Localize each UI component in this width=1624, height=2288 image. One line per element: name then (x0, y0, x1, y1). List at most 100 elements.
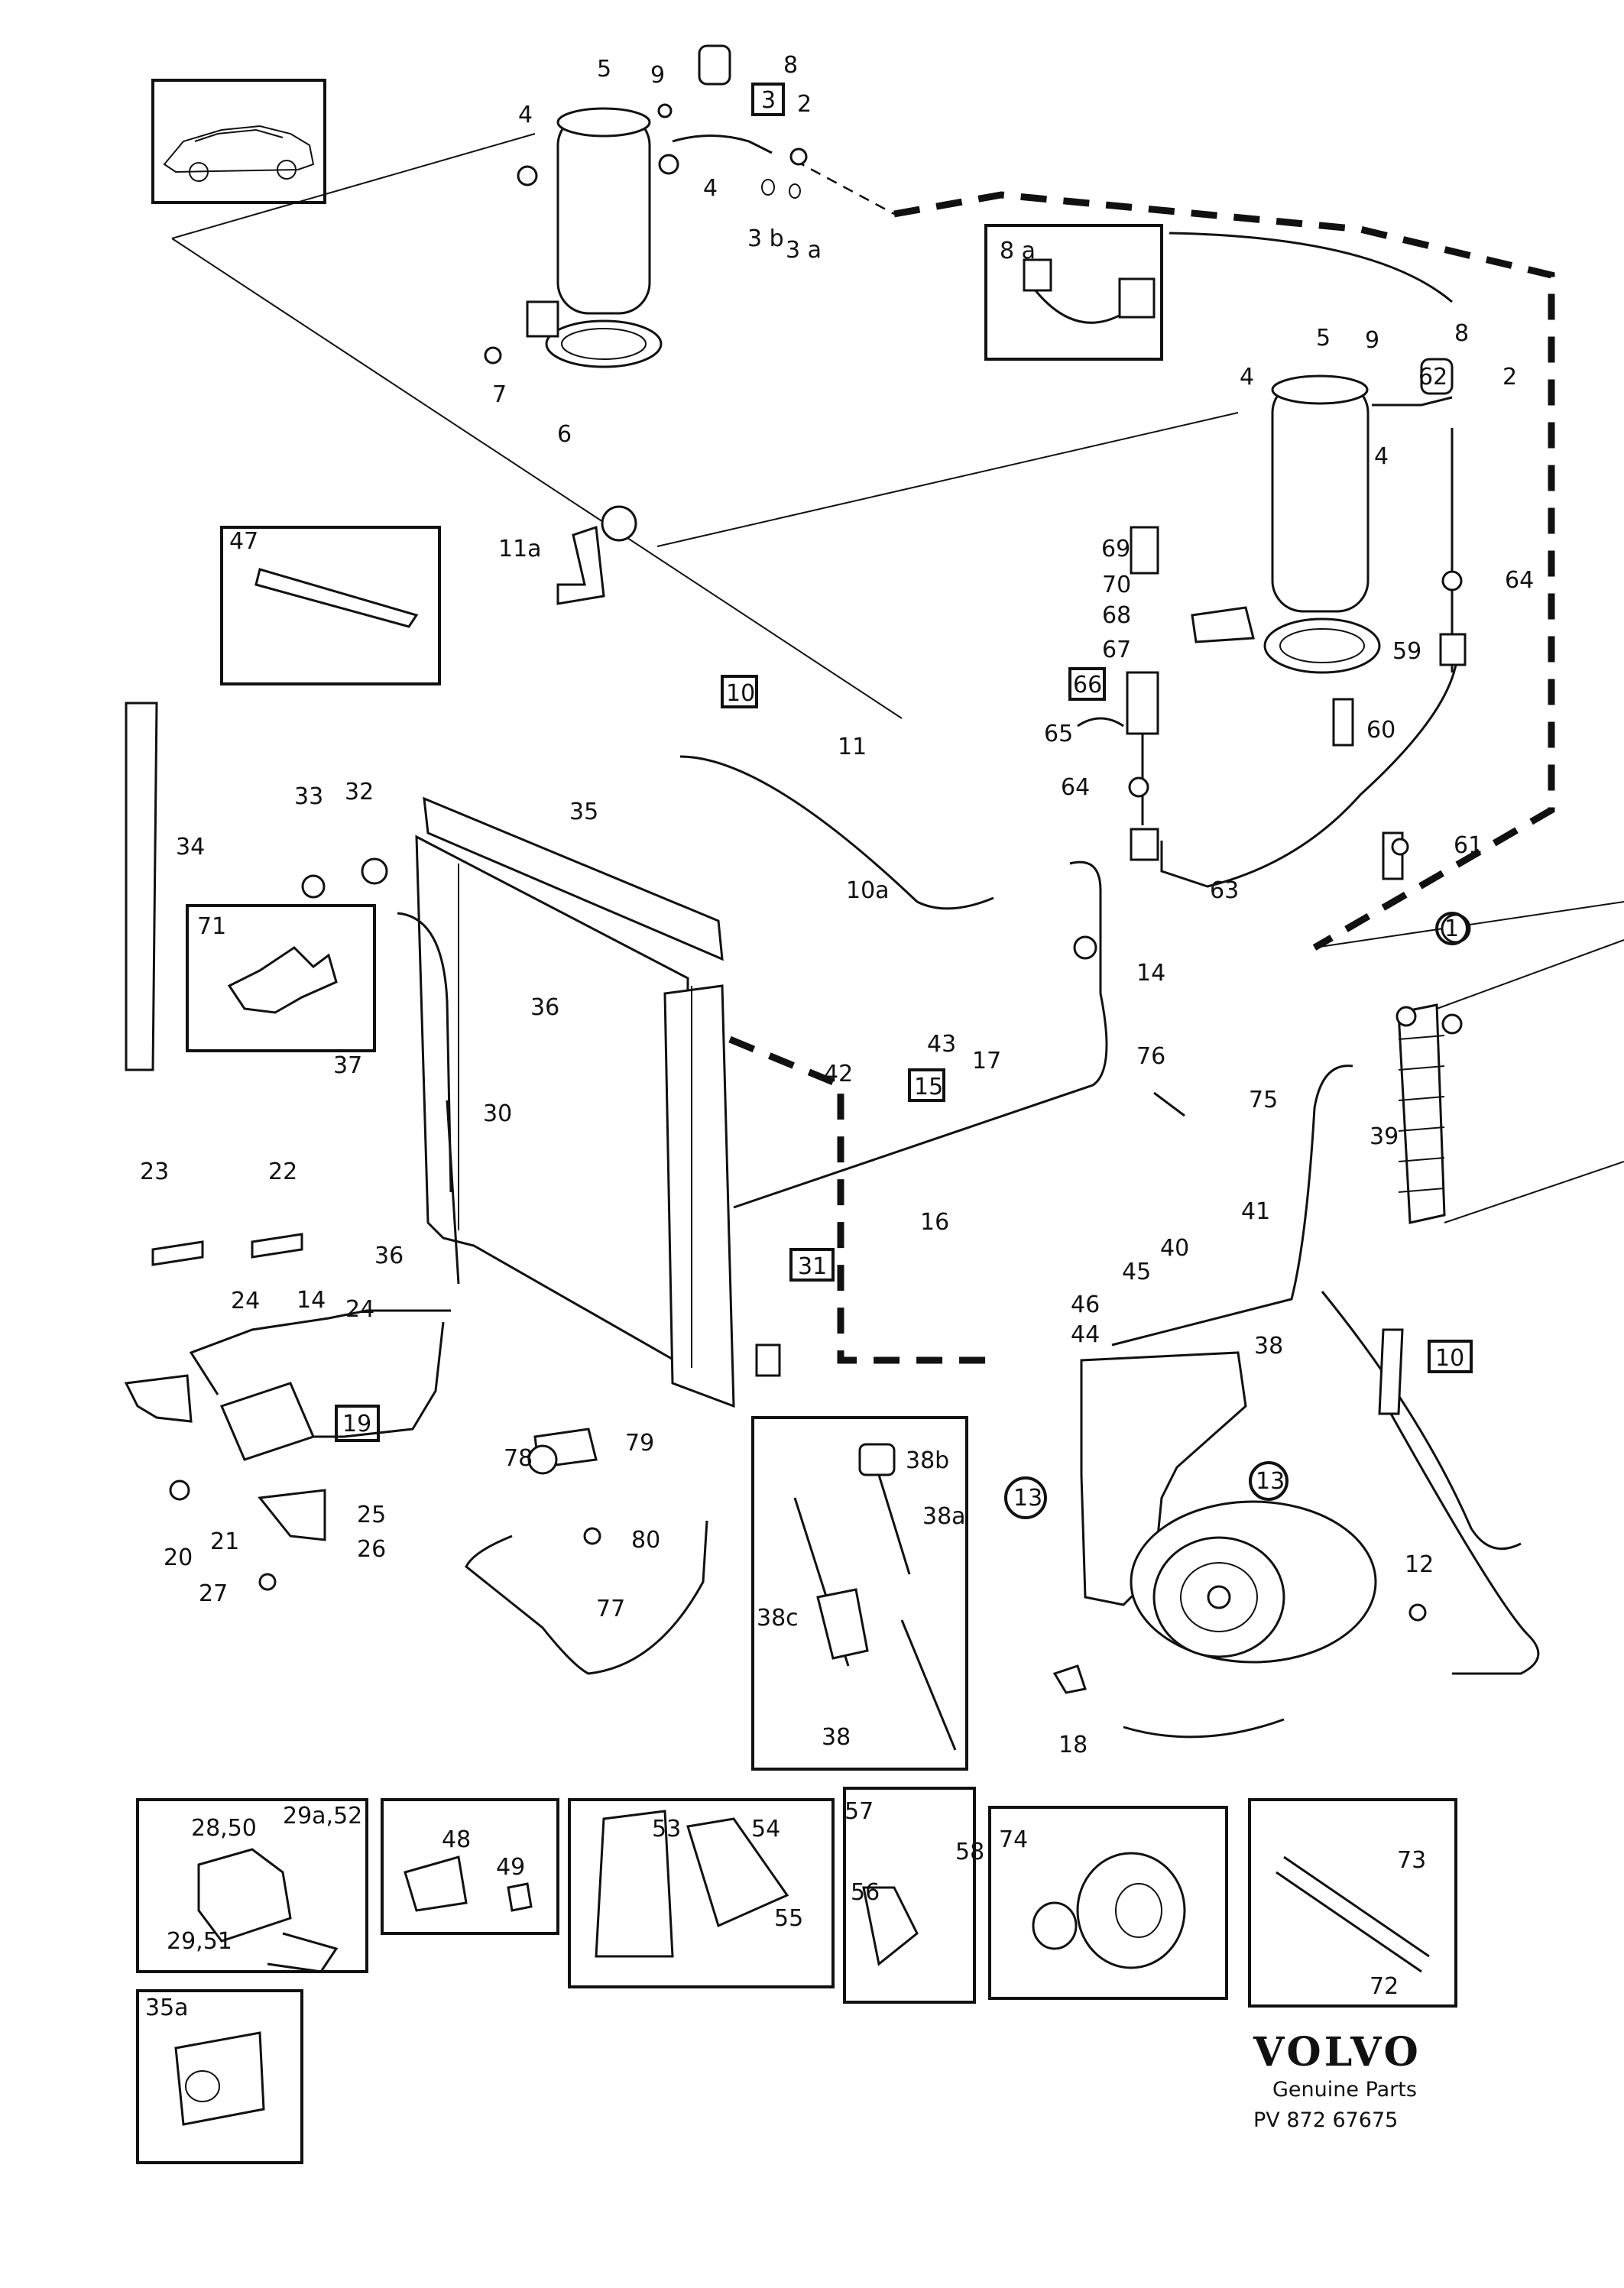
callout-10a: 10a (846, 877, 890, 904)
callout-16: 16 (920, 1209, 949, 1236)
callout-4: 4 (1374, 443, 1389, 470)
callout-4: 4 (1240, 364, 1254, 391)
callout-46: 46 (1071, 1291, 1100, 1318)
callout-4: 4 (703, 175, 718, 202)
receiver-drier-lower (1077, 232, 1467, 888)
callout-25: 25 (357, 1502, 386, 1528)
callout-41: 41 (1241, 1198, 1270, 1225)
callout-3: 3 (761, 87, 776, 114)
callout-30: 30 (483, 1100, 512, 1127)
callout-39: 39 (1370, 1123, 1399, 1150)
callout-66: 66 (1073, 672, 1102, 698)
callout-1: 1 (1444, 916, 1459, 942)
callout-70: 70 (1102, 572, 1131, 598)
callout-36: 36 (530, 994, 559, 1021)
callout-38: 38 (1254, 1333, 1283, 1360)
callout-26: 26 (357, 1536, 386, 1563)
evaporator (1395, 913, 1624, 1224)
clip-inset-71 (186, 904, 376, 1052)
callout-35: 35 (569, 799, 598, 825)
compressor (1052, 1351, 1427, 1739)
callout-21: 21 (210, 1528, 239, 1555)
callout-10: 10 (1435, 1345, 1464, 1372)
callout-29a-52: 29a,52 (283, 1803, 362, 1829)
callout-19: 19 (342, 1411, 371, 1437)
callout-78: 78 (504, 1445, 533, 1472)
callout-5: 5 (1316, 325, 1331, 352)
callout-20: 20 (164, 1544, 193, 1571)
callout-80: 80 (631, 1527, 660, 1554)
callout-13: 13 (1256, 1468, 1285, 1495)
callout-4: 4 (518, 102, 533, 128)
callout-8: 8 (1454, 320, 1469, 347)
callout-38a: 38a (922, 1503, 966, 1530)
callout-40: 40 (1160, 1235, 1189, 1262)
callout-48: 48 (442, 1826, 471, 1853)
drier-19 (124, 1233, 451, 1591)
callout-71: 71 (197, 913, 226, 940)
callout-69: 69 (1101, 536, 1130, 562)
callout-23: 23 (140, 1159, 169, 1185)
callout-2: 2 (1502, 364, 1517, 391)
callout-14: 14 (1136, 960, 1165, 987)
callout-34: 34 (176, 834, 205, 860)
hose-inset-47 (220, 526, 441, 685)
callout-5: 5 (597, 56, 611, 83)
callout-44: 44 (1071, 1321, 1100, 1348)
callout-12: 12 (1405, 1551, 1434, 1578)
callout-8a: 8 a (1000, 238, 1036, 264)
callout-17: 17 (972, 1048, 1001, 1074)
callout-75: 75 (1249, 1087, 1278, 1113)
callout-74: 74 (999, 1826, 1028, 1853)
callout-24: 24 (231, 1288, 260, 1314)
bracket-11a (556, 505, 637, 605)
hose-lines (679, 755, 1540, 1675)
callout-18: 18 (1058, 1732, 1088, 1758)
callout-76: 76 (1136, 1043, 1165, 1070)
callout-47: 47 (229, 528, 258, 555)
callout-72: 72 (1370, 1973, 1399, 2000)
callout-11a: 11a (498, 536, 542, 562)
callout-64: 64 (1505, 567, 1534, 594)
callout-14: 14 (297, 1287, 326, 1314)
callout-57: 57 (844, 1798, 874, 1825)
vehicle-inset (151, 79, 326, 204)
callout-31: 31 (798, 1253, 827, 1280)
callout-32: 32 (345, 779, 374, 805)
reference-lines (171, 133, 1624, 1364)
callout-67: 67 (1102, 637, 1131, 663)
callout-64: 64 (1061, 774, 1090, 801)
connector-inset-8a (984, 224, 1163, 361)
callout-13: 13 (1013, 1485, 1042, 1512)
callout-37: 37 (333, 1052, 362, 1079)
callout-29-51: 29,51 (167, 1928, 232, 1955)
callout-24: 24 (345, 1296, 374, 1323)
callout-63: 63 (1210, 877, 1239, 904)
part-number: PV 872 67675 (1253, 2108, 1398, 2132)
switch-inset-38 (751, 1416, 968, 1771)
callout-61: 61 (1454, 832, 1483, 859)
callout-58: 58 (955, 1839, 984, 1865)
callout-22: 22 (268, 1159, 297, 1185)
seal-strip-34 (125, 702, 158, 1071)
callout-2: 2 (797, 91, 812, 118)
callout-labels: 5 9 8 4 3 2 4 3 b 3 a 7 6 8 a 5 9 8 4 62… (140, 52, 1534, 2021)
callout-77: 77 (596, 1596, 625, 1622)
callout-55: 55 (774, 1905, 803, 1932)
callout-11: 11 (838, 734, 867, 760)
callout-28-50: 28,50 (191, 1815, 257, 1842)
callout-42: 42 (824, 1061, 853, 1087)
brand-logo: VOLVO (1253, 2029, 1421, 2076)
callout-45: 45 (1122, 1259, 1151, 1285)
callout-35a: 35a (145, 1995, 189, 2021)
callout-15: 15 (914, 1074, 943, 1100)
callout-33: 33 (294, 783, 323, 810)
callout-73: 73 (1397, 1847, 1426, 1874)
callout-7: 7 (492, 381, 507, 408)
callout-65: 65 (1044, 721, 1073, 747)
callout-60: 60 (1366, 717, 1395, 744)
condenser (301, 796, 781, 1408)
callout-6: 6 (557, 421, 572, 448)
callout-43: 43 (927, 1031, 956, 1058)
callout-38: 38 (822, 1724, 851, 1751)
